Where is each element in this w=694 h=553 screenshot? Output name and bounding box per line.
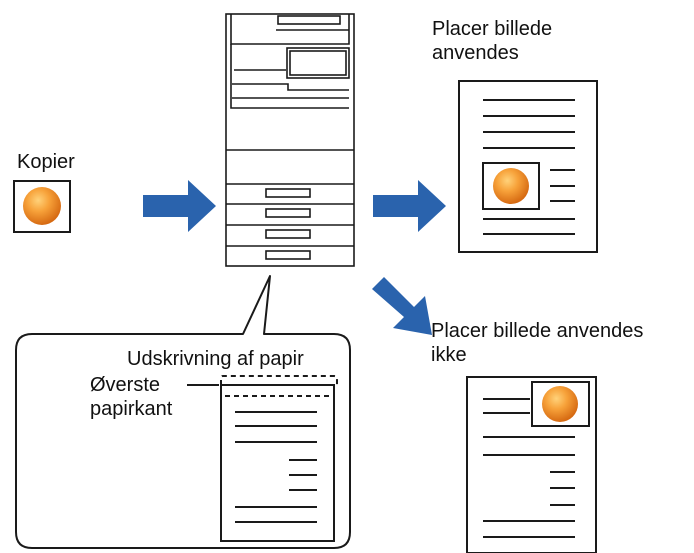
arrow-right-icon (373, 180, 446, 232)
placement-off-label-line1: Placer billede anvendes (431, 320, 644, 342)
placement-on-label: Placer billede anvendes (432, 17, 552, 65)
orange-ball-icon (23, 187, 61, 225)
orange-ball-icon (493, 168, 529, 204)
source-original (13, 180, 71, 233)
top-edge-label-line2: papirkant (90, 398, 173, 420)
placement-on-label-line1: Placer billede (432, 18, 553, 40)
top-edge-label-line1: Øverste (90, 374, 161, 396)
placement-off-label-line2: ikke (431, 344, 467, 366)
placement-off-label: Placer billede anvendes ikke (431, 319, 643, 367)
source-label: Kopier (17, 151, 75, 173)
top-edge-label: Øverste papirkant (90, 373, 172, 421)
orange-ball-icon (542, 386, 578, 422)
arrow-right-icon (143, 180, 216, 232)
printed-paper (187, 375, 338, 542)
printer-icon (225, 13, 355, 267)
arrow-down-right-icon (372, 277, 432, 335)
callout-title: Udskrivning af papir (127, 348, 304, 370)
output-page-placement-on (458, 80, 598, 253)
placement-on-label-line2: anvendes (432, 42, 519, 64)
